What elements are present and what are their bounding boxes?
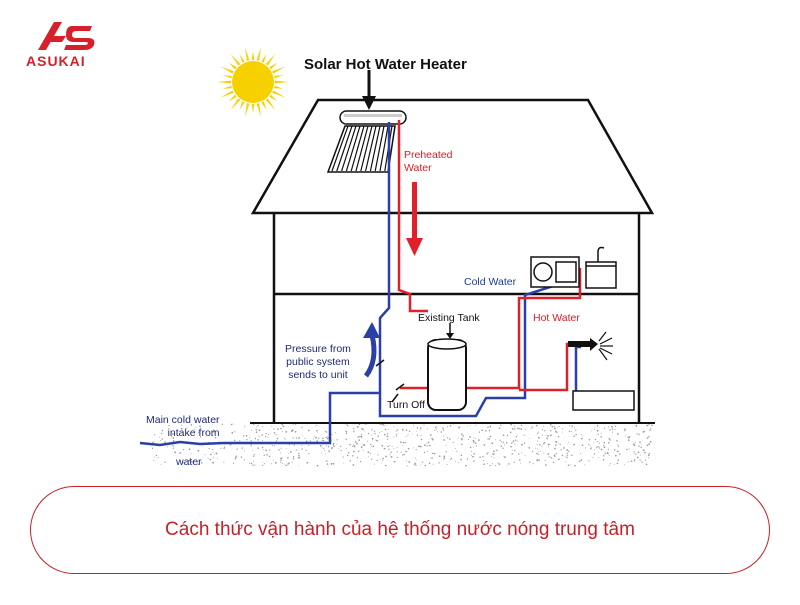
pressure-label: Pressure from public system sends to uni…: [285, 343, 351, 382]
main-intake-label: Main cold water intake from: [146, 414, 220, 440]
logo-text: ASUKAI: [26, 53, 86, 69]
water-label: water: [176, 456, 202, 468]
preheated-line-2: Water: [404, 162, 432, 174]
hot-water-label: Hot Water: [533, 312, 580, 324]
sink: [585, 246, 617, 289]
pressure-line-2: public system: [286, 356, 350, 368]
bathtub: [572, 390, 635, 411]
pressure-line-1: Pressure from: [285, 343, 351, 355]
ground: [151, 423, 653, 467]
shower-head-icon: [568, 331, 613, 361]
main-intake-line-1: Main cold water: [146, 414, 220, 426]
existing-tank-label: Existing Tank: [418, 312, 480, 324]
cold-water-label: Cold Water: [464, 276, 517, 288]
preheated-line-1: Preheated: [404, 149, 453, 161]
down-arrow-title: [362, 70, 376, 110]
solar-collector: [326, 110, 407, 173]
main-intake-line-2: intake from: [167, 427, 220, 439]
pressure-line-3: sends to unit: [288, 369, 348, 381]
preheated-arrow: [406, 182, 423, 256]
caption-box: Cách thức vận hành của hệ thống nước nón…: [30, 486, 770, 574]
preheated-label: Preheated Water: [404, 149, 452, 175]
caption-text: Cách thức vận hành của hệ thống nước nón…: [165, 519, 635, 540]
house-outline: [250, 98, 655, 423]
pressure-arrow: [363, 322, 380, 378]
diagram-title: Solar Hot Water Heater: [304, 56, 467, 73]
sun-icon: [217, 46, 289, 118]
logo-mark: [38, 22, 95, 50]
washing-machine: [530, 256, 580, 288]
existing-tank: [427, 323, 467, 411]
turn-off-label: Turn Off: [387, 399, 425, 411]
valve-icon: [375, 359, 405, 403]
